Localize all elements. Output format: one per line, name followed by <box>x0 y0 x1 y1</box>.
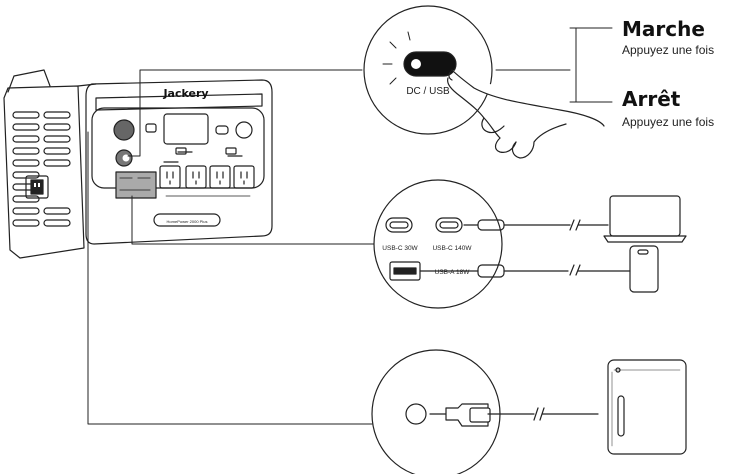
on-title: Marche <box>622 17 705 41</box>
usb-c-30w-port <box>385 217 413 233</box>
model-name: HomePower 2000 Plus <box>167 219 208 224</box>
usb-a-18w-label: USB-A 18W <box>435 269 471 276</box>
car-outlet-socket <box>405 403 427 425</box>
usb-c-140w-port <box>435 217 463 233</box>
car-charger-plug <box>429 403 489 427</box>
side-vent <box>12 111 71 227</box>
dc-usb-label: DC / USB <box>406 86 450 97</box>
display-screen <box>163 113 209 145</box>
phone-icon <box>629 245 659 293</box>
usb-c-140w-label: USB-C 140W <box>432 245 472 252</box>
power-station <box>3 69 273 259</box>
usb-ports-detail <box>373 179 631 309</box>
off-instruction: Appuyez une fois <box>622 115 714 129</box>
on-instruction: Appuyez une fois <box>622 43 714 57</box>
usb-a-cable-plug <box>477 264 505 278</box>
laptop-icon <box>603 195 687 243</box>
car-outlet-detail <box>371 349 599 474</box>
off-title: Arrêt <box>622 87 681 111</box>
usb-panel <box>115 171 157 199</box>
dc-usb-toggle-button <box>403 51 457 77</box>
connector-lines <box>87 69 571 425</box>
main-power-button <box>113 119 135 141</box>
brand-logo: Jackery <box>162 87 208 100</box>
model-badge <box>153 213 221 227</box>
ac-outlets <box>159 147 255 197</box>
usb-c-30w-label: USB-C 30W <box>382 245 418 252</box>
cooler-icon <box>607 359 687 455</box>
side-socket <box>25 175 49 199</box>
dc-usb-button-detail <box>363 5 605 159</box>
